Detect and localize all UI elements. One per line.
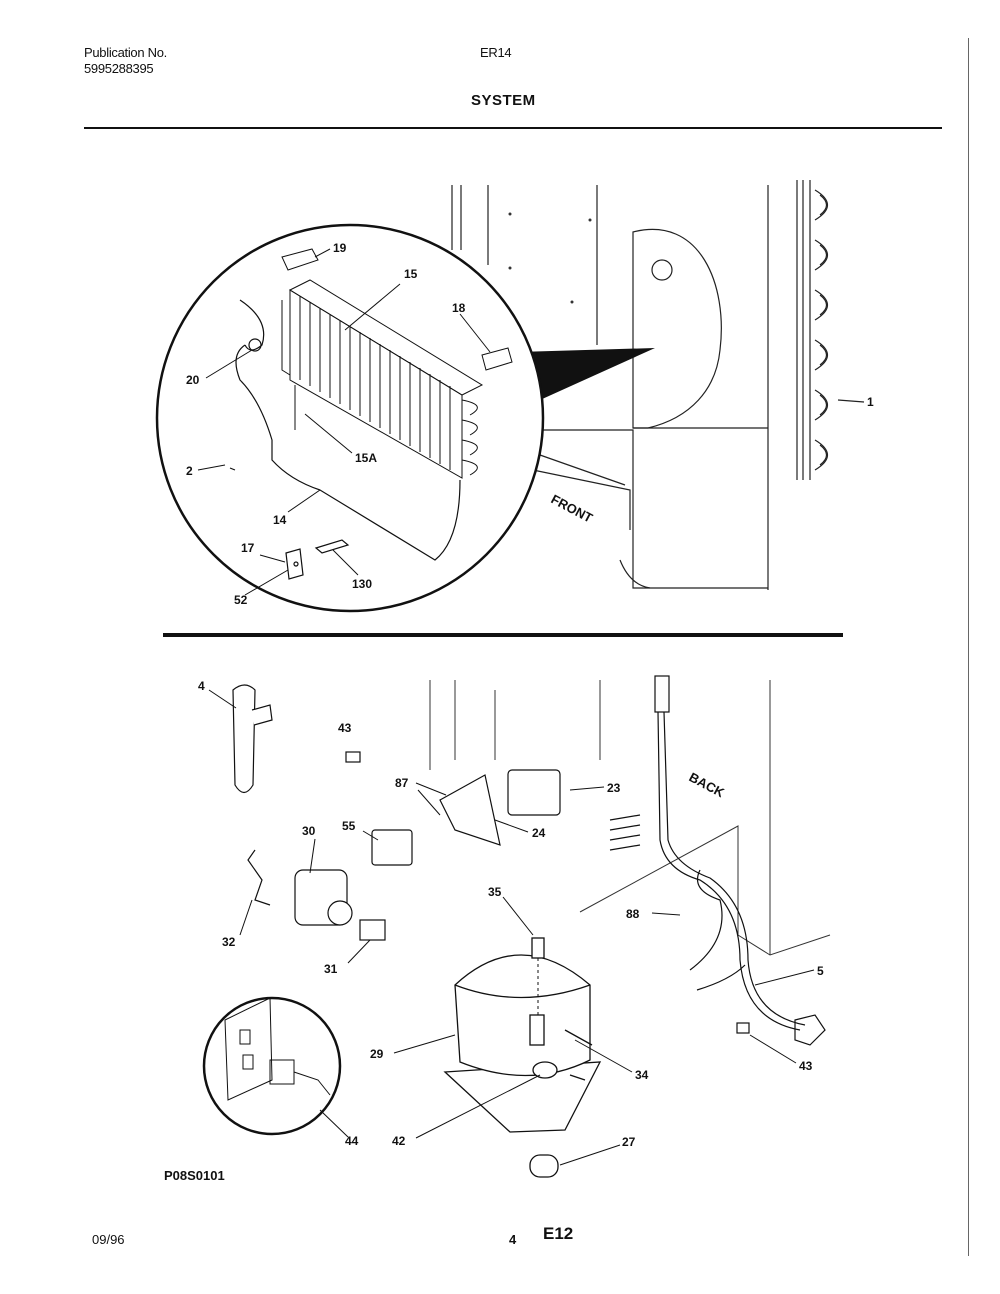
callout-44: 44 [345, 1134, 359, 1148]
figure-code: P08S0101 [164, 1168, 225, 1183]
publication-label: Publication No. [84, 45, 167, 60]
callout-87: 87 [395, 776, 409, 790]
callout-29: 29 [370, 1047, 384, 1061]
callout-15a: 15A [355, 451, 377, 465]
callout-34: 34 [635, 1068, 649, 1082]
publication-number: 5995288395 [84, 61, 154, 76]
header-rule [84, 127, 942, 129]
callout-15: 15 [404, 267, 418, 281]
footer-page-number: 4 [509, 1232, 517, 1247]
section-title: SYSTEM [471, 92, 536, 109]
callout-27: 27 [622, 1135, 636, 1149]
callout-19: 19 [333, 241, 347, 255]
callout-24: 24 [532, 826, 546, 840]
callout-23: 23 [607, 781, 621, 795]
callout-130: 130 [352, 577, 372, 591]
callout-14: 14 [273, 513, 287, 527]
callout-52: 52 [234, 593, 248, 607]
callout-31: 31 [324, 962, 338, 976]
footer-page-code: E12 [543, 1224, 574, 1243]
callout-32: 32 [222, 935, 236, 949]
callout-43-bottom: 43 [799, 1059, 813, 1073]
callout-30: 30 [302, 824, 316, 838]
model-number: ER14 [480, 45, 512, 60]
callout-18: 18 [452, 301, 466, 315]
callout-2: 2 [186, 464, 193, 478]
callout-1: 1 [867, 395, 874, 409]
compressor-diagram: 4 43 87 23 24 55 30 32 31 35 88 5 43 29 … [164, 675, 831, 1183]
callout-88: 88 [626, 907, 640, 921]
callout-42: 42 [392, 1134, 406, 1148]
callout-55: 55 [342, 819, 356, 833]
front-label: FRONT [549, 491, 596, 525]
callout-4: 4 [198, 679, 205, 693]
callout-43-top: 43 [338, 721, 352, 735]
callout-5: 5 [817, 964, 824, 978]
back-label: BACK [687, 769, 728, 800]
right-margin-line [968, 38, 969, 1256]
callout-20: 20 [186, 373, 200, 387]
section-divider [163, 633, 843, 637]
footer-date: 09/96 [92, 1232, 125, 1247]
evaporator-diagram: 19 15 18 20 15A 2 14 17 130 52 1 FRONT [155, 180, 874, 613]
callout-35: 35 [488, 885, 502, 899]
callout-17: 17 [241, 541, 255, 555]
